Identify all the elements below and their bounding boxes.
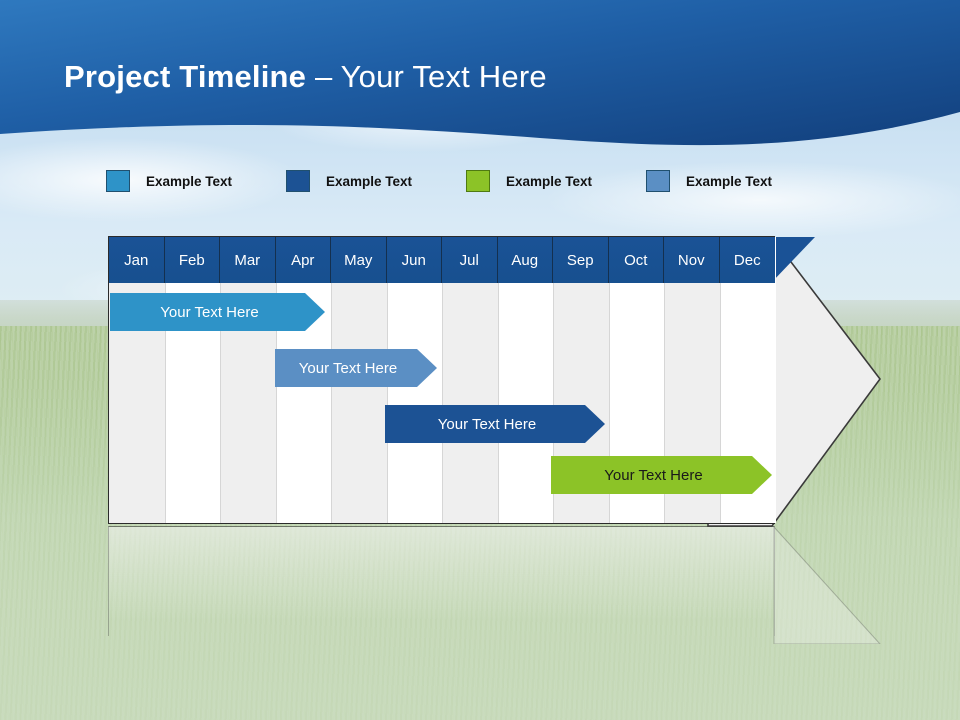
column-divider [553, 283, 554, 523]
column-divider [664, 283, 665, 523]
legend-item-3[interactable]: Example Text [466, 166, 592, 196]
column-jul [442, 237, 498, 523]
month-header-dec[interactable]: Dec [719, 237, 775, 283]
timeline-bar-1-label: Your Text Here [160, 303, 259, 321]
month-header-nov[interactable]: Nov [664, 237, 720, 283]
column-feb [164, 237, 220, 523]
legend-swatch-icon-2 [286, 170, 310, 192]
column-divider [608, 283, 610, 523]
month-header-apr[interactable]: Apr [275, 237, 331, 283]
legend: Example Text Example Text Example Text E… [106, 166, 866, 196]
legend-label-4: Example Text [686, 173, 773, 189]
month-header-jan[interactable]: Jan [109, 237, 165, 283]
month-header-mar[interactable]: Mar [220, 237, 276, 283]
legend-item-2[interactable]: Example Text [286, 166, 412, 196]
legend-item-1[interactable]: Example Text [106, 166, 232, 196]
column-divider [442, 283, 443, 523]
legend-label-1: Example Text [146, 173, 233, 189]
timeline-bar-2-label: Your Text Here [298, 359, 398, 377]
month-header-jul[interactable]: Jul [442, 237, 498, 283]
title-light: – Your Text Here [314, 59, 547, 94]
column-divider [497, 283, 499, 523]
title-strong: Project Timeline [64, 59, 307, 94]
column-jan [109, 237, 165, 523]
month-header-feb[interactable]: Feb [164, 237, 220, 283]
timeline-bar-4-label: Your Text Here [604, 466, 703, 484]
month-header-aug[interactable]: Aug [497, 237, 553, 283]
column-divider [719, 283, 721, 523]
column-divider [386, 283, 388, 523]
legend-swatch-icon-4 [646, 170, 670, 192]
month-header-jun[interactable]: Jun [386, 237, 442, 283]
legend-item-4[interactable]: Example Text [646, 166, 772, 196]
legend-label-2: Example Text [326, 173, 413, 189]
column-divider [275, 283, 277, 523]
column-divider [164, 283, 166, 523]
timeline-bar-4[interactable]: Your Text Here [551, 456, 772, 494]
column-divider [220, 283, 221, 523]
page-title: Project Timeline – Your Text Here [64, 59, 547, 95]
month-header-may[interactable]: May [331, 237, 387, 283]
timeline-bar-1[interactable]: Your Text Here [110, 293, 325, 331]
legend-label-3: Example Text [506, 173, 593, 189]
legend-swatch-icon-3 [466, 170, 490, 192]
column-divider [331, 283, 332, 523]
header-wave-shape [0, 0, 960, 146]
header-banner: Project Timeline – Your Text Here [0, 0, 960, 150]
timeline-bar-3[interactable]: Your Text Here [385, 405, 605, 443]
month-header-sep[interactable]: Sep [553, 237, 609, 283]
column-mar [220, 237, 276, 523]
month-header-oct[interactable]: Oct [608, 237, 664, 283]
legend-swatch-icon-1 [106, 170, 130, 192]
column-aug [497, 237, 553, 523]
timeline-bar-2[interactable]: Your Text Here [275, 349, 437, 387]
timeline-bar-3-label: Your Text Here [437, 415, 537, 433]
